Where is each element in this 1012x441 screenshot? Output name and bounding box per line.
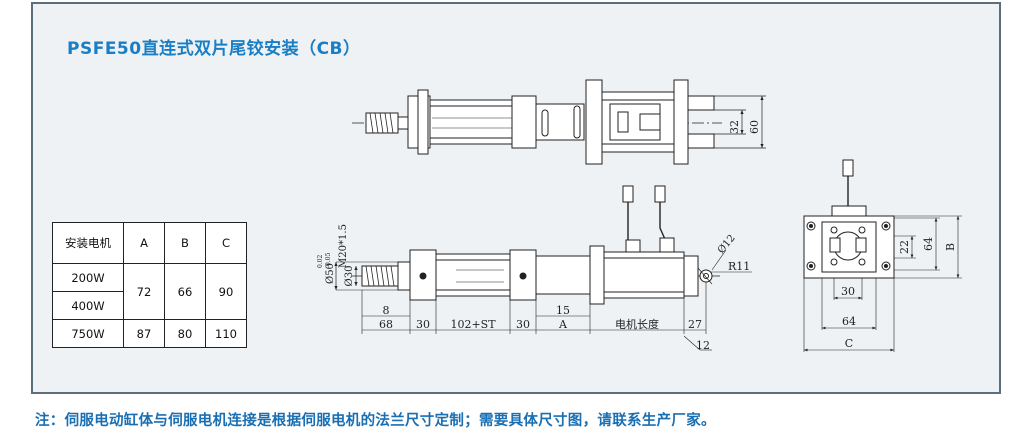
table-cell-motor: 200W bbox=[52, 263, 124, 292]
side-view bbox=[334, 185, 752, 351]
dim-30-end: 30 bbox=[841, 285, 855, 298]
dim-15: 15 bbox=[556, 304, 570, 317]
motor-spec-table: 安装电机 A B C 200W 72 66 90 400W 750W 87 80… bbox=[52, 222, 247, 348]
footer-note: 注：伺服电动缸体与伺服电机连接是根据伺服电机的法兰尺寸定制；需要具体尺寸图，请联… bbox=[35, 413, 716, 429]
dim-12: 12 bbox=[696, 339, 710, 352]
dim-motor-length: 电机长度 bbox=[615, 317, 659, 331]
table-cell-a: 87 bbox=[123, 319, 165, 348]
table-header-row: 安装电机 A B C bbox=[52, 222, 247, 264]
dim-a: A bbox=[558, 318, 568, 331]
table-row: 200W 72 66 90 bbox=[52, 263, 247, 320]
dim-dia50-tol-upper: 0.02 bbox=[317, 254, 324, 268]
table-cell-c: 90 bbox=[205, 263, 247, 320]
table-cell-a: 72 bbox=[123, 263, 165, 320]
dim-dia50-tol-lower: -0.05 bbox=[325, 252, 332, 268]
dim-phi12: Ø12 bbox=[716, 233, 738, 256]
dim-64h: 64 bbox=[842, 315, 856, 328]
dim-30a: 30 bbox=[416, 318, 430, 331]
end-view bbox=[803, 159, 962, 352]
dim-68: 68 bbox=[379, 318, 393, 331]
table-cell-b: 66 bbox=[164, 263, 206, 320]
table-cell-motor: 750W bbox=[52, 319, 124, 348]
dim-stroke: 102+ST bbox=[450, 318, 496, 331]
dim-30b: 30 bbox=[516, 318, 530, 331]
dim-27: 27 bbox=[688, 318, 702, 331]
table-cell-c: 110 bbox=[205, 319, 247, 348]
table-header-cell: C bbox=[205, 222, 247, 264]
dim-b: B bbox=[944, 243, 957, 251]
dim-c: C bbox=[845, 337, 853, 350]
dim-dia50: Ø50 bbox=[325, 263, 336, 284]
table-header-cell: B bbox=[164, 222, 206, 264]
top-view bbox=[352, 79, 766, 165]
dim-64v: 64 bbox=[922, 237, 935, 251]
dim-60: 60 bbox=[748, 120, 761, 134]
dim-32: 32 bbox=[728, 120, 741, 134]
table-cell-b: 80 bbox=[164, 319, 206, 348]
table-cell-motor: 400W bbox=[52, 291, 124, 320]
table-header-cell: A bbox=[123, 222, 165, 264]
dim-22: 22 bbox=[898, 240, 911, 254]
dim-8: 8 bbox=[383, 304, 390, 317]
dim-thread: M20*1.5 bbox=[338, 224, 349, 268]
table-header-cell: 安装电机 bbox=[52, 222, 124, 264]
drawing-title: PSFE50直连式双片尾铰安装（CB） bbox=[67, 39, 361, 59]
table-row: 400W bbox=[52, 291, 247, 320]
dim-r11: R11 bbox=[728, 260, 750, 273]
table-row: 750W 87 80 110 bbox=[52, 319, 247, 348]
dim-dia30: Ø30 bbox=[344, 266, 355, 287]
